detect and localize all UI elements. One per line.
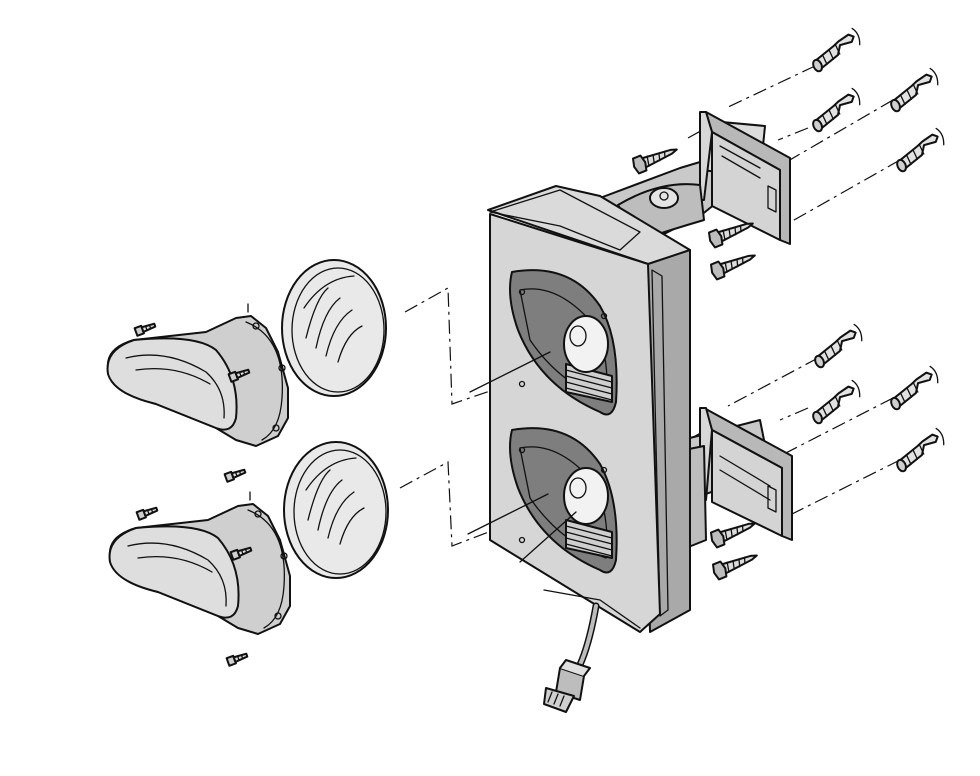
lens-lower: [283, 441, 389, 579]
cable-connector: [543, 659, 591, 713]
anchor-plug-5: [806, 322, 868, 370]
lens-upper: [281, 259, 387, 397]
anchor-plug-1: [804, 26, 866, 74]
hood-screw-3: [223, 466, 248, 483]
anchor-plug-4: [888, 126, 950, 174]
wall-bracket-top: [599, 111, 791, 245]
alignment-leaders: [399, 65, 901, 547]
anchor-plug-3: [882, 66, 944, 114]
anchor-plug-7: [882, 364, 944, 412]
lag-screw-5: [710, 547, 761, 582]
anchor-plug-8: [888, 426, 950, 474]
visor-hood-upper: [106, 303, 289, 447]
signal-housing: [467, 185, 691, 633]
lamp-bulb-upper: [563, 315, 613, 403]
anchor-plug-6: [804, 378, 866, 426]
anchor-plug-2: [804, 86, 866, 134]
lamp-bulb-lower: [563, 467, 613, 559]
hood-screw-6: [225, 650, 250, 667]
lag-screw-1: [630, 141, 681, 176]
hood-screw-1: [133, 320, 158, 337]
hood-screw-4: [135, 504, 160, 521]
lag-screw-3: [708, 247, 759, 282]
